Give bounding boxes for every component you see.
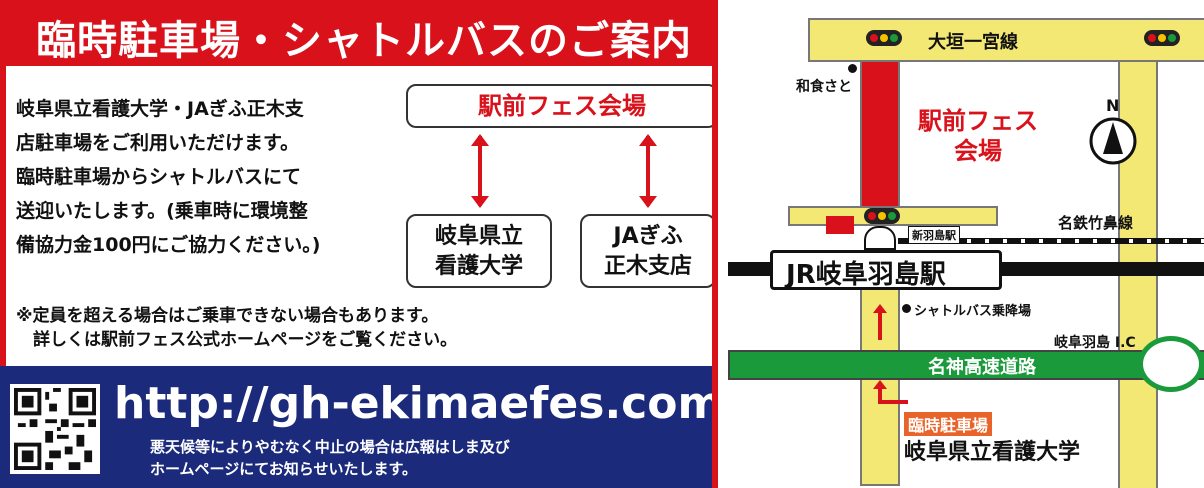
meishin-expressway (728, 350, 1204, 380)
traffic-light-icon (1144, 30, 1180, 46)
access-map: 大垣一宮線 和食さと 駅前フェス 会場 N 名鉄竹鼻線 新羽島駅 JR岐阜羽島駅… (712, 0, 1204, 488)
north-arrow-icon: N (1088, 96, 1138, 168)
title-bar: 臨時駐車場・シャトルバスのご案内 (0, 0, 790, 66)
ja-branch-box: JAぎふ 正木支店 (580, 214, 716, 288)
url-bar (0, 366, 712, 488)
intro-text: 岐阜県立看護大学・JAぎふ正木支 店駐車場をご利用いただけます。 臨時駐車場から… (16, 98, 321, 256)
shuttle-stop-marker-icon (902, 304, 911, 313)
tunnel-icon (864, 226, 896, 250)
red-marker-icon (826, 216, 854, 234)
traffic-light-icon (866, 30, 902, 46)
cancellation-note: 悪天候等によりやむなく中止の場合は広報はしま及び ホームページにてお知らせいたし… (150, 438, 510, 478)
turn-line (878, 400, 908, 404)
traffic-light-icon (864, 208, 900, 224)
up-arrow-icon (873, 304, 887, 340)
page-title: 臨時駐車場・シャトルバスのご案内 (36, 18, 692, 64)
jr-station-box (770, 250, 1002, 290)
arrow-nurse-icon (471, 134, 489, 208)
shinhashima-station-label: 新羽島駅 (908, 226, 960, 244)
venue-box: 駅前フェス会場 (406, 84, 718, 128)
up-arrow-icon (873, 380, 887, 402)
parking-label: 岐阜県立看護大学 (904, 440, 1081, 465)
arrow-ja-icon (639, 134, 657, 208)
nurse-college-box: 岐阜県立 看護大学 (406, 214, 552, 288)
restaurant-marker-icon (848, 64, 857, 73)
qr-code-icon[interactable] (10, 384, 100, 474)
interchange-icon (1138, 336, 1204, 392)
meitetsu-line (898, 238, 1204, 244)
meitetsu-label: 名鉄竹鼻線 (1058, 214, 1134, 232)
route-to-venue (860, 60, 900, 212)
ic-label: 岐阜羽島 I.C (1054, 335, 1136, 351)
venue-label: 駅前フェス 会場 (918, 107, 1038, 165)
capacity-note: ※定員を超える場合はご乗車できない場合もあります。 詳しくは駅前フェス公式ホーム… (16, 306, 458, 350)
restaurant-label: 和食さと (796, 79, 852, 95)
parking-tag: 臨時駐車場 (904, 412, 993, 436)
shuttle-stop-label: シャトルバス乗降場 (914, 304, 1032, 319)
expressway-label: 名神高速道路 (928, 357, 1036, 378)
website-link[interactable]: http://gh-ekimaefes.com/ (114, 378, 740, 429)
jr-station-label: JR岐阜羽島駅 (786, 260, 946, 290)
route-ogaki-label: 大垣一宮線 (928, 32, 1018, 53)
